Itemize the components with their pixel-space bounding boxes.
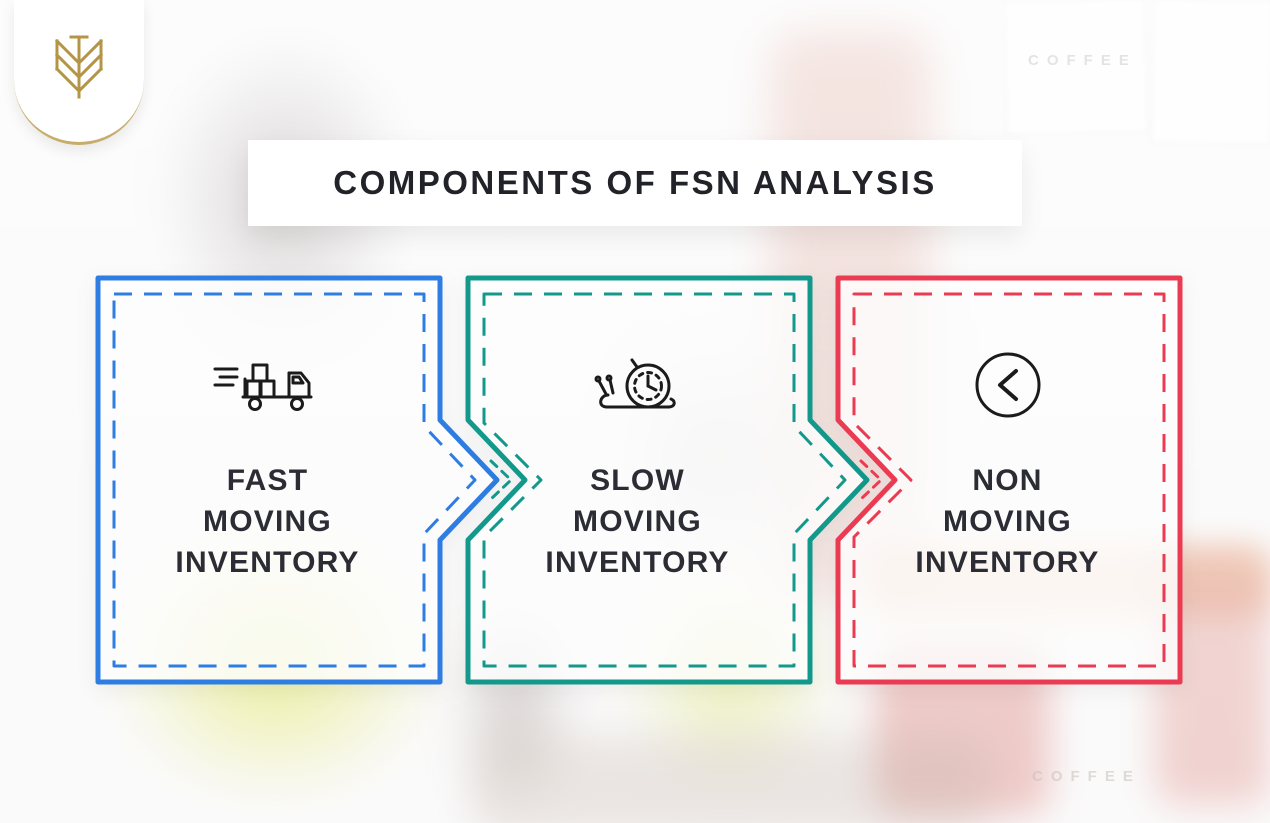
component-label-fast: FAST MOVING INVENTORY <box>175 464 360 579</box>
fast-delivery-truck-icon <box>213 335 323 435</box>
component-card-slow: SLOW MOVING INVENTORY <box>465 275 870 685</box>
card-frame-arrow-right <box>95 275 500 685</box>
card-frame-notch-left-arrow-right <box>465 275 870 685</box>
component-label-non: NON MOVING INVENTORY <box>915 464 1100 579</box>
title-card: COMPONENTS OF FSN ANALYSIS <box>248 140 1022 226</box>
page-title: COMPONENTS OF FSN ANALYSIS <box>333 164 937 201</box>
brand-logo <box>14 0 144 145</box>
component-label-slow: SLOW MOVING INVENTORY <box>545 464 730 579</box>
less-than-circle-icon <box>973 335 1043 435</box>
card-frame-notch-left <box>835 275 1183 685</box>
gold-crest-emblem-icon <box>54 35 104 99</box>
component-card-non: NON MOVING INVENTORY <box>835 275 1240 685</box>
component-card-fast: FAST MOVING INVENTORY <box>95 275 500 685</box>
snail-clock-icon <box>586 335 690 435</box>
